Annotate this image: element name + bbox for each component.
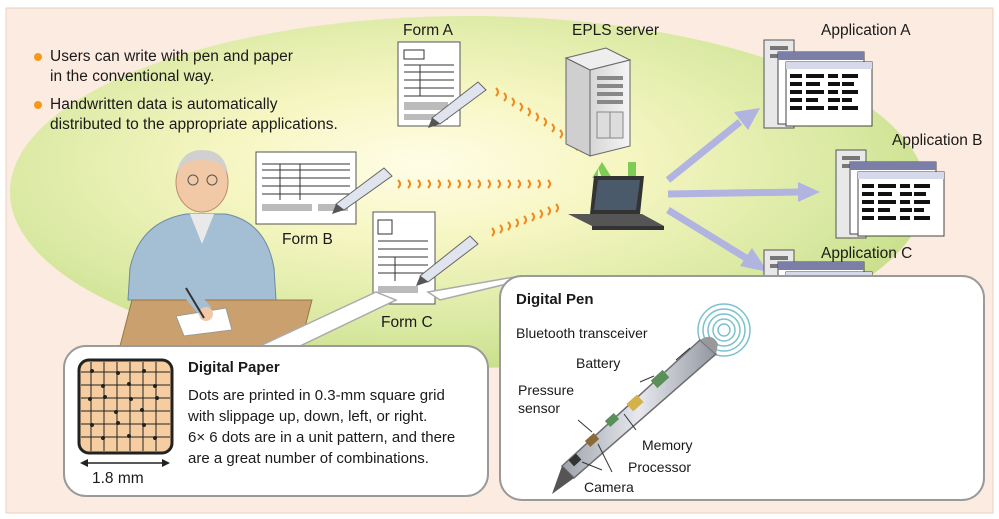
person-writing-illustration <box>119 150 313 347</box>
pen-form-b <box>332 167 393 214</box>
application-c-label: Application C <box>821 245 913 262</box>
arrow-to-app-b <box>667 188 801 198</box>
digital-paper-desc-line: Dots are printed in 0.3-mm square grid <box>188 387 445 404</box>
digital-paper-title: Digital Paper <box>188 359 280 376</box>
wave-form-b <box>397 179 551 189</box>
bullet-item: Handwritten data is automatically distri… <box>34 95 338 135</box>
battery-label: Battery <box>576 355 621 371</box>
bluetooth-signal <box>697 303 751 357</box>
memory-label: Memory <box>642 437 693 453</box>
digital-pen-title: Digital Pen <box>516 291 594 308</box>
pen-form-c <box>416 235 479 286</box>
pressure-sensor-label-line: Pressure <box>518 382 575 398</box>
form-c-paper <box>372 211 436 305</box>
bullet-dot-icon <box>34 101 42 109</box>
arrow-to-app-c <box>666 207 748 261</box>
arrow-to-app-a <box>665 119 743 183</box>
application-b-machine <box>835 149 945 239</box>
application-a-machine <box>763 39 873 129</box>
digital-paper-desc-line: with slippage up, down, left, or right. <box>188 408 428 425</box>
dimension-label: 1.8 mm <box>92 470 144 487</box>
processor-label: Processor <box>628 459 692 475</box>
pressure-sensor-label-line: sensor <box>518 400 561 416</box>
laptop <box>568 176 664 230</box>
bullet-dot-icon <box>34 53 42 61</box>
form-b-paper <box>255 151 357 225</box>
digital-pen-illustration <box>552 336 718 494</box>
digital-paper-desc-line: 6× 6 dots are in a unit pattern, and the… <box>188 429 456 446</box>
wave-form-c <box>491 203 559 237</box>
epls-server <box>564 47 632 157</box>
digital-pen-box <box>499 275 985 501</box>
digital-paper-desc-line: are a great number of combinations. <box>188 450 429 467</box>
application-a-label: Application A <box>821 22 911 39</box>
camera-label: Camera <box>584 479 634 495</box>
dot-grid <box>77 358 174 455</box>
server-label: EPLS server <box>572 22 660 39</box>
upload-arrow <box>592 162 612 188</box>
form-a-label: Form A <box>403 22 453 39</box>
pen-form-a <box>428 81 487 128</box>
bluetooth-label: Bluetooth transceiver <box>516 325 648 341</box>
form-c-label: Form C <box>381 314 433 331</box>
form-b-label: Form B <box>282 231 333 248</box>
bullet-item: Users can write with pen and paper in th… <box>34 47 293 87</box>
application-b-label: Application B <box>892 132 983 149</box>
